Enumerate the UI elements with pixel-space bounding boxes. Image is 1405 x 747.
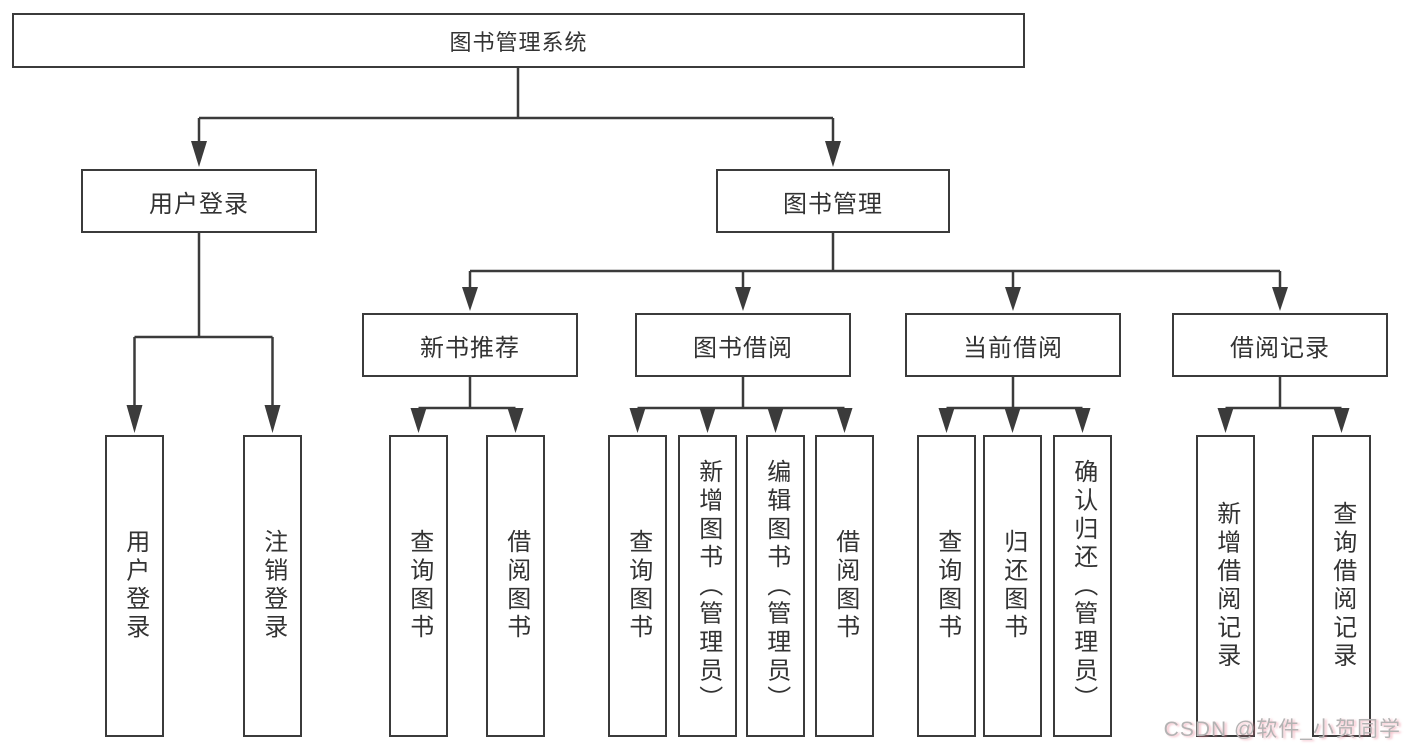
leaf-label: 新增图书（管理员） — [694, 458, 722, 714]
leaf-confirm-return-admin: 确认归还（管理员） — [1053, 435, 1112, 737]
node-book-management: 图书管理 — [716, 169, 950, 233]
node-label: 新书推荐 — [420, 334, 520, 362]
leaf-label: 编辑图书（管理员） — [762, 458, 790, 714]
arrowheads — [126, 141, 1350, 433]
leaf-add-book-admin: 新增图书（管理员） — [678, 435, 737, 737]
leaf-label: 借阅图书 — [831, 529, 859, 643]
leaf-label: 查询图书 — [624, 529, 652, 643]
node-book-borrowing: 图书借阅 — [635, 313, 851, 377]
node-library-management-system: 图书管理系统 — [12, 13, 1025, 68]
leaf-user-login: 用户登录 — [105, 435, 164, 737]
leaf-borrow-books-recommend: 借阅图书 — [486, 435, 545, 737]
node-label: 图书管理 — [783, 190, 883, 218]
leaf-label: 用户登录 — [121, 529, 149, 643]
node-new-book-recommendation: 新书推荐 — [362, 313, 578, 377]
node-current-borrowing: 当前借阅 — [905, 313, 1121, 377]
leaf-edit-book-admin: 编辑图书（管理员） — [746, 435, 805, 737]
leaf-label: 归还图书 — [999, 529, 1027, 643]
leaf-query-books-current: 查询图书 — [917, 435, 976, 737]
node-label: 当前借阅 — [963, 334, 1063, 362]
node-label: 用户登录 — [149, 190, 249, 218]
leaf-query-books-recommend: 查询图书 — [389, 435, 448, 737]
leaf-label: 借阅图书 — [502, 529, 530, 643]
leaf-return-books: 归还图书 — [983, 435, 1042, 737]
leaf-add-borrowing-record: 新增借阅记录 — [1196, 435, 1255, 737]
leaf-label: 查询图书 — [933, 529, 961, 643]
leaf-label: 查询图书 — [405, 529, 433, 643]
node-label: 图书管理系统 — [449, 29, 588, 55]
leaf-label: 查询借阅记录 — [1328, 501, 1356, 671]
node-user-login: 用户登录 — [81, 169, 317, 233]
leaf-label: 确认归还（管理员） — [1069, 458, 1097, 714]
csdn-watermark: CSDN @软件_小贺同学 — [1163, 718, 1401, 741]
leaf-logout: 注销登录 — [243, 435, 302, 737]
node-label: 借阅记录 — [1230, 334, 1330, 362]
leaf-label: 新增借阅记录 — [1212, 501, 1240, 671]
leaf-query-books-borrowing: 查询图书 — [608, 435, 667, 737]
leaf-label: 注销登录 — [259, 529, 287, 643]
node-borrowing-records: 借阅记录 — [1172, 313, 1388, 377]
leaf-borrow-books-borrowing: 借阅图书 — [815, 435, 874, 737]
node-label: 图书借阅 — [693, 334, 793, 362]
leaf-query-borrowing-record: 查询借阅记录 — [1312, 435, 1371, 737]
